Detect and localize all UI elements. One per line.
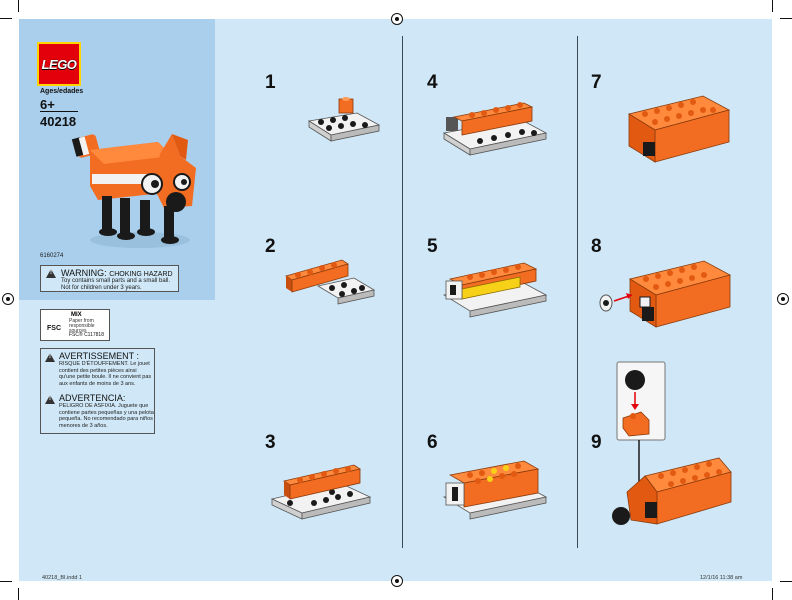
- footer-timestamp: 12/1/16 11:38 am: [700, 575, 743, 581]
- step-number-5: 5: [427, 236, 438, 257]
- registration-mark-top: [391, 13, 403, 25]
- warning-hazard: CHOKING HAZARD: [109, 271, 173, 278]
- step-7-illustration: [627, 95, 731, 163]
- warning-es-text: PELIGRO DE ASFIXIA. Juguete que contiene…: [59, 403, 154, 429]
- step-number-3: 3: [265, 432, 276, 453]
- crop-mark-tr-h: [780, 18, 792, 19]
- warning-text: Toy contains small parts and a small bal…: [61, 278, 171, 291]
- crop-mark-bl-h: [0, 581, 12, 582]
- crop-mark-br-h: [780, 581, 792, 582]
- registration-mark-left: [2, 293, 14, 305]
- registration-mark-right: [777, 293, 789, 305]
- fsc-paper-text: Paper from responsible sources: [69, 318, 95, 334]
- warning-title: WARNING:: [61, 268, 107, 278]
- step-number-7: 7: [591, 72, 602, 93]
- item-code: 6160274: [40, 253, 64, 259]
- fox-model-image: [71, 134, 196, 248]
- age-rating: 6+: [40, 97, 55, 112]
- warning-icon: [45, 395, 55, 404]
- step-9-illustration: [612, 440, 732, 525]
- step-2-illustration: [285, 259, 376, 305]
- column-divider-2: [577, 36, 578, 548]
- crop-mark-tl-h: [0, 18, 12, 19]
- step-number-9: 9: [591, 432, 602, 453]
- choking-warning-fr-es: AVERTISSEMENT : RISQUE D'ÉTOUFFEMENT. Le…: [40, 348, 155, 434]
- warning-icon: [46, 269, 56, 278]
- step-number-8: 8: [591, 236, 602, 257]
- step-6-illustration: [442, 460, 548, 520]
- step-9-callout: [616, 361, 666, 441]
- step-4-illustration: [442, 102, 548, 156]
- ages-label: Ages/edades: [40, 88, 84, 95]
- column-divider-1: [402, 36, 403, 548]
- fsc-logo-icon: FSC: [47, 325, 61, 332]
- warning-icon: [45, 353, 55, 362]
- set-number: 40218: [40, 114, 77, 129]
- fsc-label: FSC MIX Paper from responsible sources F…: [40, 309, 110, 341]
- step-8-illustration: [599, 260, 732, 328]
- step-number-6: 6: [427, 432, 438, 453]
- divider: [40, 111, 78, 112]
- step-3-illustration: [270, 464, 372, 520]
- warning-es-title: ADVERTENCIA:: [59, 393, 126, 403]
- step-5-illustration: [442, 262, 548, 318]
- crop-mark-tl-v: [18, 0, 19, 12]
- warning-fr-title: AVERTISSEMENT :: [59, 351, 140, 361]
- fsc-code: FSC® C117818: [69, 332, 104, 338]
- footer-file-info: 40218_BI.indd 1: [42, 575, 83, 581]
- fsc-mix: MIX: [71, 312, 82, 318]
- lego-logo: LEGO: [37, 42, 81, 86]
- crop-mark-bl-v: [18, 588, 19, 600]
- crop-mark-tr-v: [772, 0, 773, 12]
- step-number-4: 4: [427, 72, 438, 93]
- step-1-illustration: [307, 97, 381, 142]
- crop-mark-br-v: [772, 588, 773, 600]
- choking-warning-en: WARNING: CHOKING HAZARD Toy contains sma…: [40, 265, 179, 292]
- warning-fr-text: RISQUE D'ÉTOUFFEMENT. Le jouet contient …: [59, 361, 152, 387]
- step-number-1: 1: [265, 72, 276, 93]
- step-number-2: 2: [265, 236, 276, 257]
- registration-mark-bottom: [391, 575, 403, 587]
